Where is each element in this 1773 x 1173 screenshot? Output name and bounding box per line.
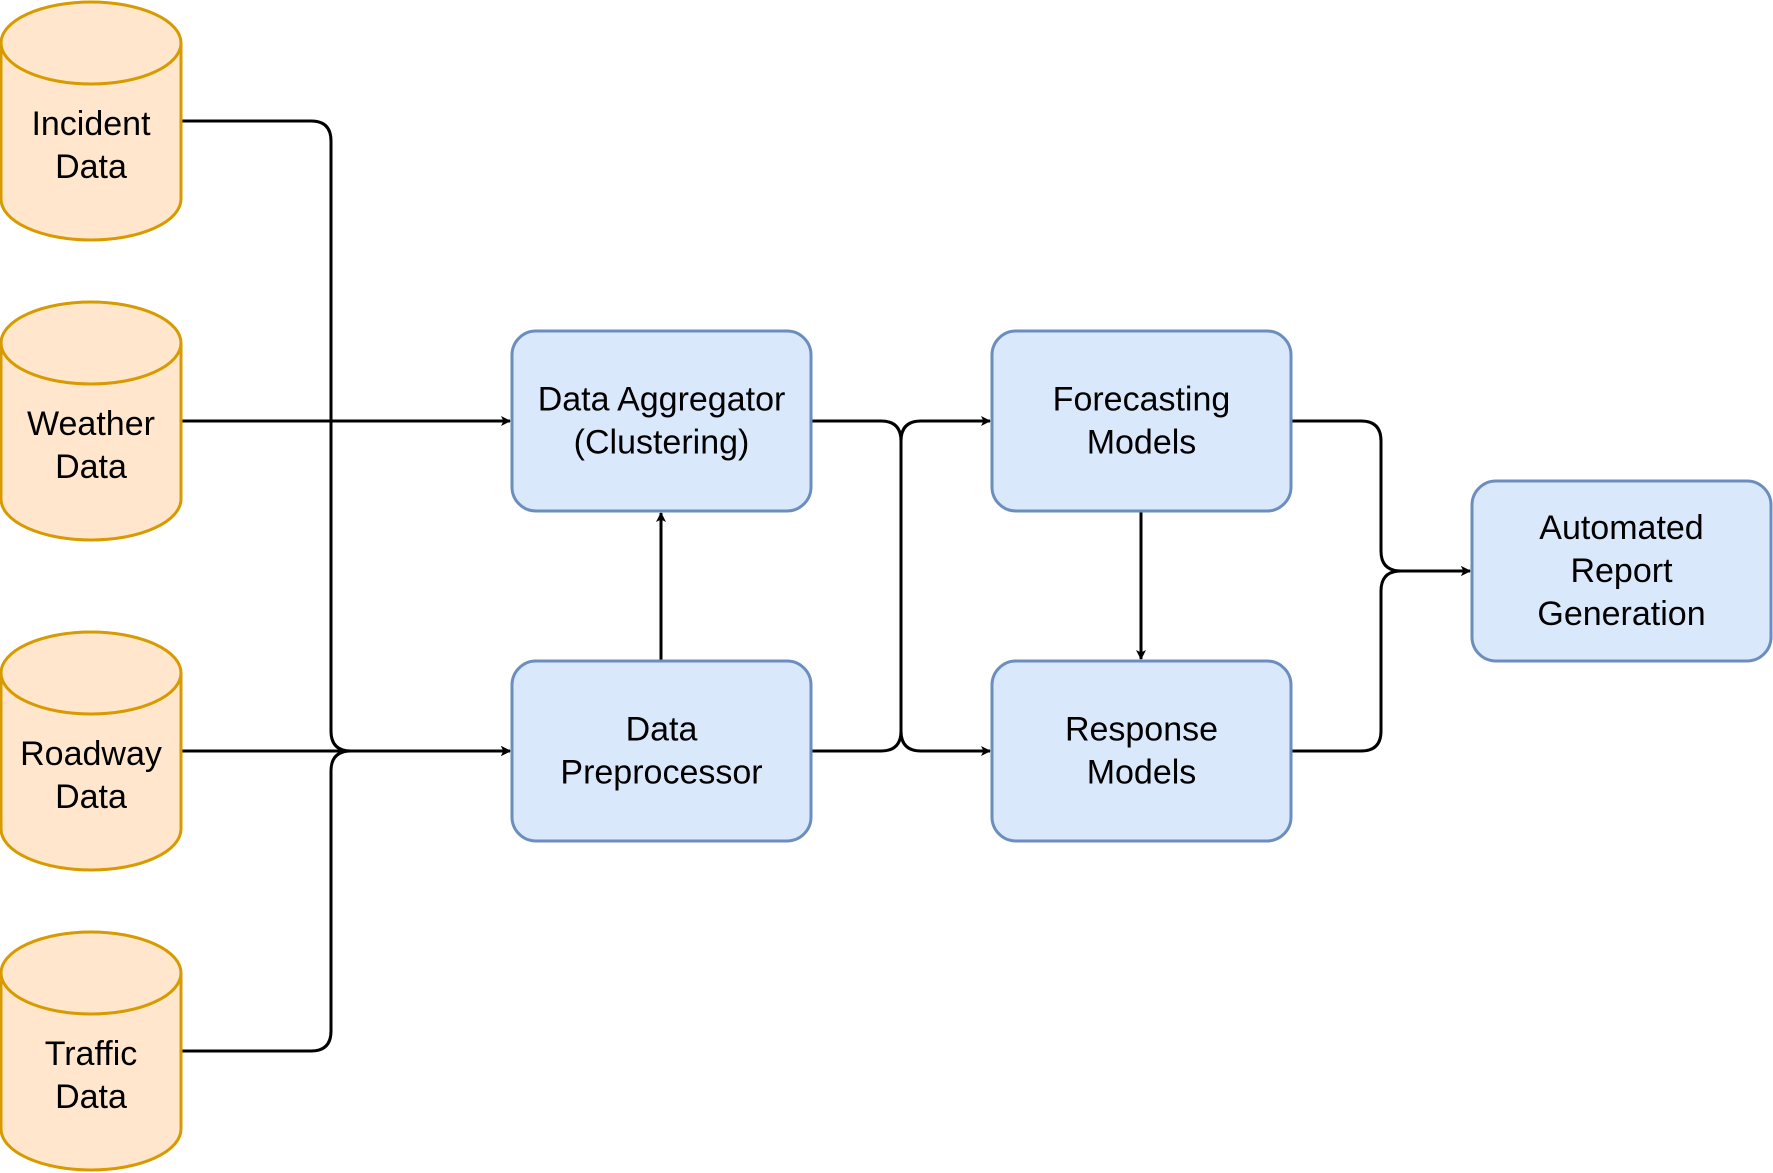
node-label-line: Incident xyxy=(31,105,151,143)
cylinder-rim xyxy=(0,672,183,716)
process-box xyxy=(990,329,1293,513)
node-label-line: Data xyxy=(55,148,127,186)
node-label-line: Data xyxy=(626,711,698,749)
cylinder-body xyxy=(0,930,183,1172)
cylinder-body xyxy=(0,630,183,872)
process-box xyxy=(510,659,813,843)
cylinder-rim xyxy=(0,972,183,1016)
node-label-line: Forecasting xyxy=(1053,381,1231,419)
node-label-line: Preprocessor xyxy=(560,754,762,792)
node-label-line: Traffic xyxy=(45,1035,138,1073)
edge-incident-to-preprocessor xyxy=(181,119,511,756)
node-label-line: Data xyxy=(55,778,127,816)
node-label-line: Automated xyxy=(1539,509,1703,547)
cylinder-body xyxy=(0,300,183,542)
node-label-line: Response xyxy=(1065,711,1218,749)
node-label-line: Generation xyxy=(1537,595,1705,633)
node-label-line: Models xyxy=(1087,754,1197,792)
edge-forecasting-to-report xyxy=(1291,419,1471,576)
node-label-line: Models xyxy=(1087,424,1197,462)
node-label-line: Data xyxy=(55,1078,127,1116)
process-aggregator[interactable]: Data Aggregator (Clustering) xyxy=(510,329,813,513)
node-label-line: Report xyxy=(1570,552,1673,590)
node-label-line: Data xyxy=(55,448,127,486)
node-label-line: Roadway xyxy=(20,735,162,773)
node-label-line: Data Aggregator xyxy=(538,381,786,419)
cylinder-rim xyxy=(0,342,183,386)
edge-response-to-report xyxy=(1291,566,1471,753)
cylinder-rim xyxy=(0,42,183,86)
process-box xyxy=(990,659,1293,843)
cylinder-body xyxy=(0,0,183,242)
process-box xyxy=(510,329,813,513)
edges-layer xyxy=(181,119,1471,1053)
node-label-line: (Clustering) xyxy=(574,424,750,462)
edge-preprocessor-to-forecasting xyxy=(811,416,991,753)
process-box xyxy=(1470,479,1773,663)
node-label-line: Weather xyxy=(27,405,155,443)
edge-traffic-to-preprocessor xyxy=(181,746,511,1053)
